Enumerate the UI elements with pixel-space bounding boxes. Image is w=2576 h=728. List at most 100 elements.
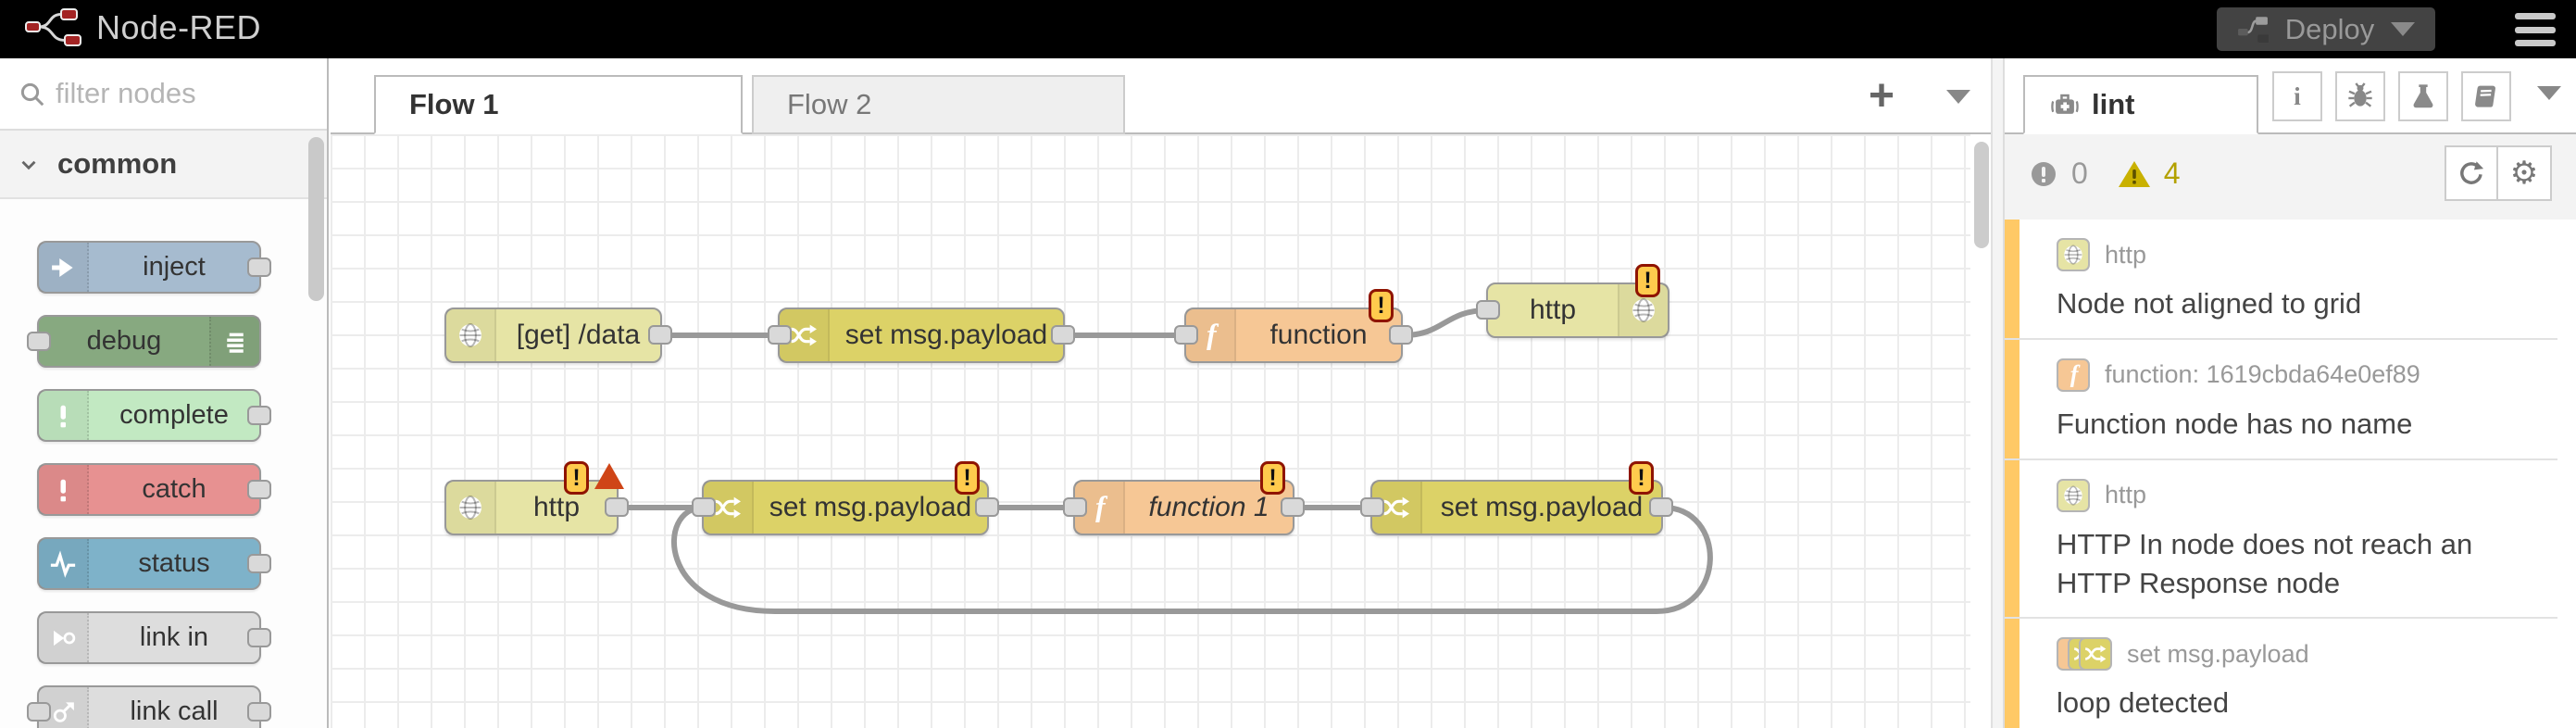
tab-test-button[interactable] <box>2398 71 2448 121</box>
deploy-options-caret-icon[interactable] <box>2391 22 2416 36</box>
deploy-button[interactable]: Deploy <box>2217 7 2435 51</box>
tab-flow-2[interactable]: Flow 2 <box>752 75 1125 134</box>
lint-message: Function node has no name <box>2057 407 2413 440</box>
search-input[interactable] <box>54 71 307 116</box>
output-port[interactable] <box>247 627 271 647</box>
output-port[interactable] <box>605 497 629 517</box>
globe-icon <box>446 482 496 533</box>
flow-node-change-3[interactable]: set msg.payload ! <box>1360 461 1673 535</box>
node-icon-stack <box>2057 637 2112 672</box>
palette-node-catch[interactable]: catch <box>37 463 271 516</box>
category-label: common <box>57 147 178 180</box>
output-port[interactable] <box>975 497 999 517</box>
error-count: 0 <box>2071 157 2088 190</box>
warning-badge: ! <box>1629 461 1654 495</box>
book-icon <box>2471 82 2501 111</box>
lint-issue-list: http Node not aligned to grid function: … <box>2005 220 2557 728</box>
input-port[interactable] <box>27 701 51 722</box>
add-flow-button[interactable]: + <box>1868 71 1894 120</box>
warning-count-icon <box>2118 160 2150 187</box>
main-menu-button[interactable] <box>2515 13 2556 46</box>
flow-node-http-response[interactable]: http ! <box>1476 264 1669 338</box>
palette-node-label: link in <box>139 622 209 652</box>
output-port[interactable] <box>1051 325 1075 345</box>
node-label: set msg.payload <box>769 492 972 522</box>
flow-list-caret-icon[interactable] <box>1946 89 1970 104</box>
lint-item-http-no-response[interactable]: http HTTP In node does not reach an HTTP… <box>2005 459 2557 620</box>
palette-node-link-call[interactable]: link call <box>27 685 271 728</box>
palette-category-common[interactable]: common <box>0 131 327 199</box>
tab-debug-button[interactable] <box>2335 71 2385 121</box>
palette-node-complete[interactable]: complete <box>37 389 271 442</box>
tab-info-button[interactable] <box>2272 71 2322 121</box>
palette-node-link-in[interactable]: link in <box>37 611 271 664</box>
pulse-icon <box>39 539 89 588</box>
input-port[interactable] <box>27 331 51 351</box>
input-port[interactable] <box>1360 497 1384 517</box>
refresh-button[interactable] <box>2445 145 2498 201</box>
scrollbar-thumb[interactable] <box>1974 142 1989 248</box>
tab-docs-button[interactable] <box>2461 71 2511 121</box>
palette-node-label: link call <box>130 697 219 726</box>
warning-badge: ! <box>1369 289 1394 322</box>
flow-canvas[interactable]: [get] /data set msg.payload function ! h… <box>331 134 1970 728</box>
http-node-icon <box>2057 238 2090 271</box>
output-port[interactable] <box>247 479 271 499</box>
medkit-icon <box>2049 89 2081 120</box>
tab-lint[interactable]: lint <box>2023 75 2258 134</box>
sidebar-tabs-caret-icon[interactable] <box>2537 86 2561 100</box>
lint-node-label: http <box>2105 240 2147 269</box>
palette-node-label: debug <box>86 326 162 356</box>
canvas-scrollbar[interactable] <box>1974 142 1989 659</box>
output-port[interactable] <box>1389 325 1413 345</box>
node-label: set msg.payload <box>1440 492 1644 522</box>
flow-node-function[interactable]: function ! <box>1174 289 1413 363</box>
palette-node-status[interactable]: status <box>37 537 271 590</box>
output-port[interactable] <box>247 701 271 722</box>
flow-node-http-in-get-data[interactable]: [get] /data <box>444 308 672 363</box>
palette-node-debug[interactable]: debug <box>27 315 261 368</box>
output-port[interactable] <box>247 257 271 277</box>
loop-wire <box>670 505 1713 614</box>
palette-search <box>0 58 327 131</box>
warning-bar <box>2005 339 2020 458</box>
sidebar-splitter[interactable] <box>1991 58 2005 728</box>
input-port[interactable] <box>692 497 716 517</box>
deploy-icon <box>2237 16 2269 44</box>
error-triangle-icon <box>594 463 624 489</box>
node-label: function 1 <box>1148 492 1269 522</box>
input-port[interactable] <box>1063 497 1087 517</box>
node-label: http <box>1529 295 1577 325</box>
flow-node-change-2[interactable]: set msg.payload ! <box>692 461 999 535</box>
output-port[interactable] <box>1649 497 1673 517</box>
exclamation-icon <box>39 391 89 440</box>
warning-bar <box>2005 459 2020 618</box>
lint-node-label: function: 1619cbda64e0ef89 <box>2105 360 2420 389</box>
exclamation-icon <box>39 465 89 514</box>
flow-node-http-in-2[interactable]: http ! <box>444 461 629 535</box>
tab-flow-1[interactable]: Flow 1 <box>374 75 743 134</box>
palette-node-list: inject debug complete catch status <box>0 199 327 728</box>
lint-item-loop-detected[interactable]: set msg.payload loop detected <box>2005 619 2557 728</box>
settings-button[interactable]: ⚙ <box>2498 145 2552 201</box>
lint-node-label: http <box>2105 481 2147 509</box>
lint-item-function-no-name[interactable]: function: 1619cbda64e0ef89 Function node… <box>2005 339 2557 460</box>
flow-node-change-1[interactable]: set msg.payload <box>768 308 1075 363</box>
palette-node-inject[interactable]: inject <box>37 241 271 294</box>
node-label: function <box>1269 320 1368 350</box>
output-port[interactable] <box>648 325 672 345</box>
node-label: [get] /data <box>516 320 641 350</box>
lint-toolbar: 0 4 ⚙ <box>2005 134 2576 220</box>
lint-item-node-not-aligned[interactable]: http Node not aligned to grid <box>2005 220 2557 340</box>
palette-scrollbar[interactable] <box>308 137 324 301</box>
chevron-down-icon <box>17 153 41 177</box>
input-port[interactable] <box>768 325 792 345</box>
output-port[interactable] <box>247 553 271 573</box>
output-port[interactable] <box>247 405 271 425</box>
output-port[interactable] <box>1281 497 1305 517</box>
input-port[interactable] <box>1476 300 1500 320</box>
node-palette: common inject debug complete catch <box>0 58 329 728</box>
input-port[interactable] <box>1174 325 1198 345</box>
flow-node-function-1[interactable]: function 1 ! <box>1063 461 1305 535</box>
